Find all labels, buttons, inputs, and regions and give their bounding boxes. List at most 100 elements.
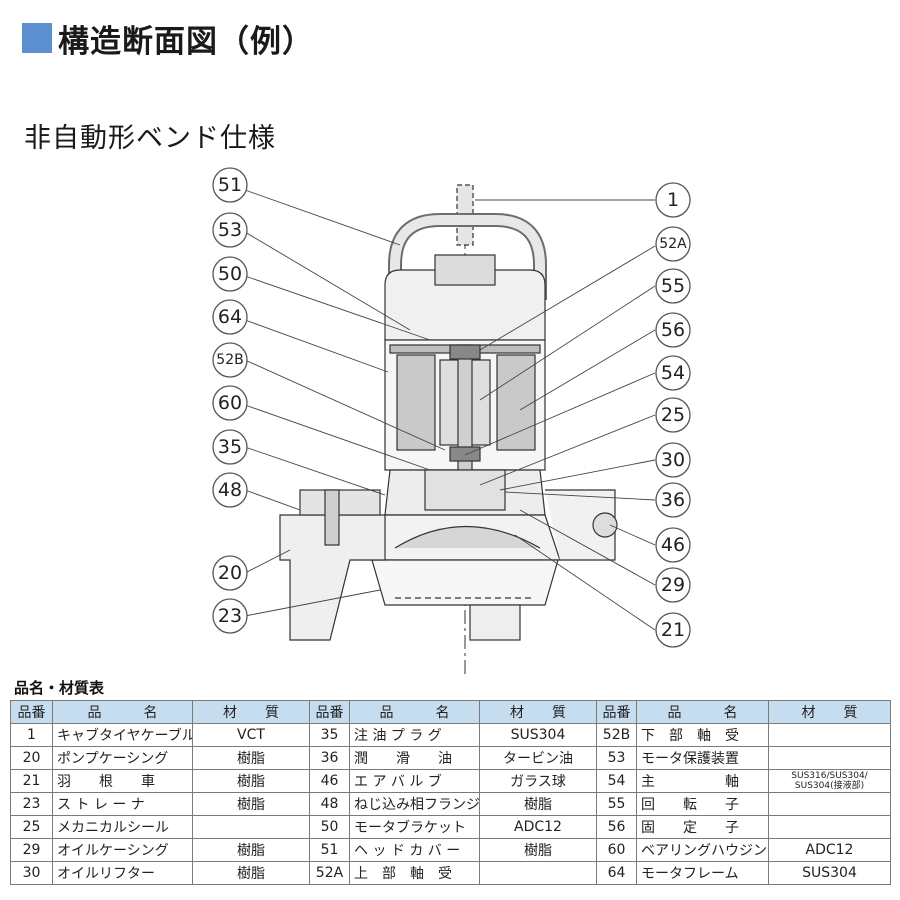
section-heading: 構造断面図（例） <box>22 18 314 60</box>
svg-text:52B: 52B <box>216 352 243 368</box>
cell-material: SUS316/SUS304/ SUS304(接液部) <box>768 769 891 793</box>
cell-no: 51 <box>309 838 350 862</box>
cell-material: 樹脂 <box>479 838 597 862</box>
header-no: 品番 <box>596 700 637 724</box>
cell-name: オイルリフター <box>52 861 193 885</box>
page-subtitle: 非自動形ベンド仕様 <box>24 123 276 154</box>
header-no: 品番 <box>10 700 53 724</box>
callout-35: 35 <box>212 429 248 465</box>
table-row: 1 キャブタイヤケーブル VCT 35 注 油 プ ラ グ SUS304 52B… <box>10 723 891 747</box>
cell-name: ねじ込み相フランジ <box>349 792 480 816</box>
cell-no: 60 <box>596 838 637 862</box>
cell-name: 羽 根 車 <box>52 769 193 793</box>
cell-name: 下 部 軸 受 <box>636 723 769 747</box>
page-title: 構造断面図（例） <box>58 23 314 60</box>
cell-name: 固 定 子 <box>636 815 769 839</box>
table-row: 29 オイルケーシング 樹脂 51 ヘ ッ ド カ バ ー 樹脂 60 ベアリン… <box>10 838 891 862</box>
cell-no: 25 <box>10 815 53 839</box>
cell-name: ベアリングハウジング <box>636 838 769 862</box>
svg-text:46: 46 <box>661 534 685 556</box>
cell-material: ガラス球 <box>479 769 597 793</box>
svg-text:1: 1 <box>667 189 679 211</box>
callout-50: 50 <box>212 256 248 292</box>
pump-cross-section-diagram: 51 53 50 64 52B 60 35 48 20 23 1 52A 55 … <box>212 167 691 675</box>
parts-material-table: 品番 品 名 材 質 品番 品 名 材 質 品番 品 名 材 質 1 キャブタイ… <box>10 700 891 885</box>
callout-36: 36 <box>655 482 691 518</box>
cell-material: SUS304 <box>768 861 891 885</box>
svg-text:23: 23 <box>218 605 242 627</box>
callout-56: 56 <box>655 312 691 348</box>
cell-material: 樹脂 <box>192 792 310 816</box>
cell-material: VCT <box>192 723 310 747</box>
cell-name: ヘ ッ ド カ バ ー <box>349 838 480 862</box>
callout-52A: 52A <box>655 226 691 262</box>
cell-no: 48 <box>309 792 350 816</box>
table-row: 30 オイルリフター 樹脂 52A 上 部 軸 受 64 モータフレーム SUS… <box>10 861 891 885</box>
cell-no: 54 <box>596 769 637 793</box>
cell-name: モータ保護装置 <box>636 746 769 770</box>
callout-21: 21 <box>655 612 691 648</box>
svg-text:29: 29 <box>661 574 685 596</box>
cell-material: 樹脂 <box>192 746 310 770</box>
header-no: 品番 <box>309 700 350 724</box>
callout-23: 23 <box>212 598 248 634</box>
cell-material: ADC12 <box>479 815 597 839</box>
callout-55: 55 <box>655 268 691 304</box>
table-header-row: 品番 品 名 材 質 品番 品 名 材 質 品番 品 名 材 質 <box>10 700 891 724</box>
svg-text:48: 48 <box>218 479 242 501</box>
cell-name: ポンプケーシング <box>52 746 193 770</box>
cell-no: 56 <box>596 815 637 839</box>
callout-20: 20 <box>212 555 248 591</box>
cell-no: 35 <box>309 723 350 747</box>
cell-name: エ ア バ ル ブ <box>349 769 480 793</box>
cell-name: 回 転 子 <box>636 792 769 816</box>
cell-no: 53 <box>596 746 637 770</box>
callout-64: 64 <box>212 299 248 335</box>
svg-text:30: 30 <box>661 449 685 471</box>
cell-name: モータフレーム <box>636 861 769 885</box>
cell-material <box>768 792 891 816</box>
cell-no: 52B <box>596 723 637 747</box>
callout-54: 54 <box>655 355 691 391</box>
cell-name: メカニカルシール <box>52 815 193 839</box>
cell-no: 30 <box>10 861 53 885</box>
callout-53: 53 <box>212 212 248 248</box>
header-name: 品 名 <box>52 700 193 724</box>
callout-48: 48 <box>212 472 248 508</box>
callout-29: 29 <box>655 567 691 603</box>
cell-name: オイルケーシング <box>52 838 193 862</box>
table-row: 25 メカニカルシール 50 モータブラケット ADC12 56 固 定 子 <box>10 815 891 839</box>
parts-table-title: 品名・材質表 <box>14 679 105 697</box>
cell-material: 樹脂 <box>192 838 310 862</box>
cell-no: 52A <box>309 861 350 885</box>
callout-1: 1 <box>655 182 691 218</box>
cell-no: 1 <box>10 723 53 747</box>
cell-no: 29 <box>10 838 53 862</box>
cell-name: 注 油 プ ラ グ <box>349 723 480 747</box>
cell-name: モータブラケット <box>349 815 480 839</box>
callout-52B: 52B <box>212 342 248 378</box>
callout-60: 60 <box>212 385 248 421</box>
header-material: 材 質 <box>768 700 891 724</box>
cell-material: 樹脂 <box>192 861 310 885</box>
svg-text:55: 55 <box>661 275 685 297</box>
svg-text:25: 25 <box>661 404 685 426</box>
cell-material <box>768 723 891 747</box>
header-material: 材 質 <box>192 700 310 724</box>
cell-material <box>192 815 310 839</box>
header-material: 材 質 <box>479 700 597 724</box>
cell-no: 50 <box>309 815 350 839</box>
cell-no: 55 <box>596 792 637 816</box>
header-name: 品 名 <box>636 700 769 724</box>
svg-text:56: 56 <box>661 319 685 341</box>
svg-text:53: 53 <box>218 219 242 241</box>
svg-text:35: 35 <box>218 436 242 458</box>
callout-46: 46 <box>655 527 691 563</box>
callout-25: 25 <box>655 397 691 433</box>
svg-text:60: 60 <box>218 392 242 414</box>
cell-material <box>768 746 891 770</box>
svg-text:21: 21 <box>661 619 685 641</box>
svg-text:54: 54 <box>661 362 685 384</box>
cell-material: SUS304 <box>479 723 597 747</box>
cell-no: 46 <box>309 769 350 793</box>
